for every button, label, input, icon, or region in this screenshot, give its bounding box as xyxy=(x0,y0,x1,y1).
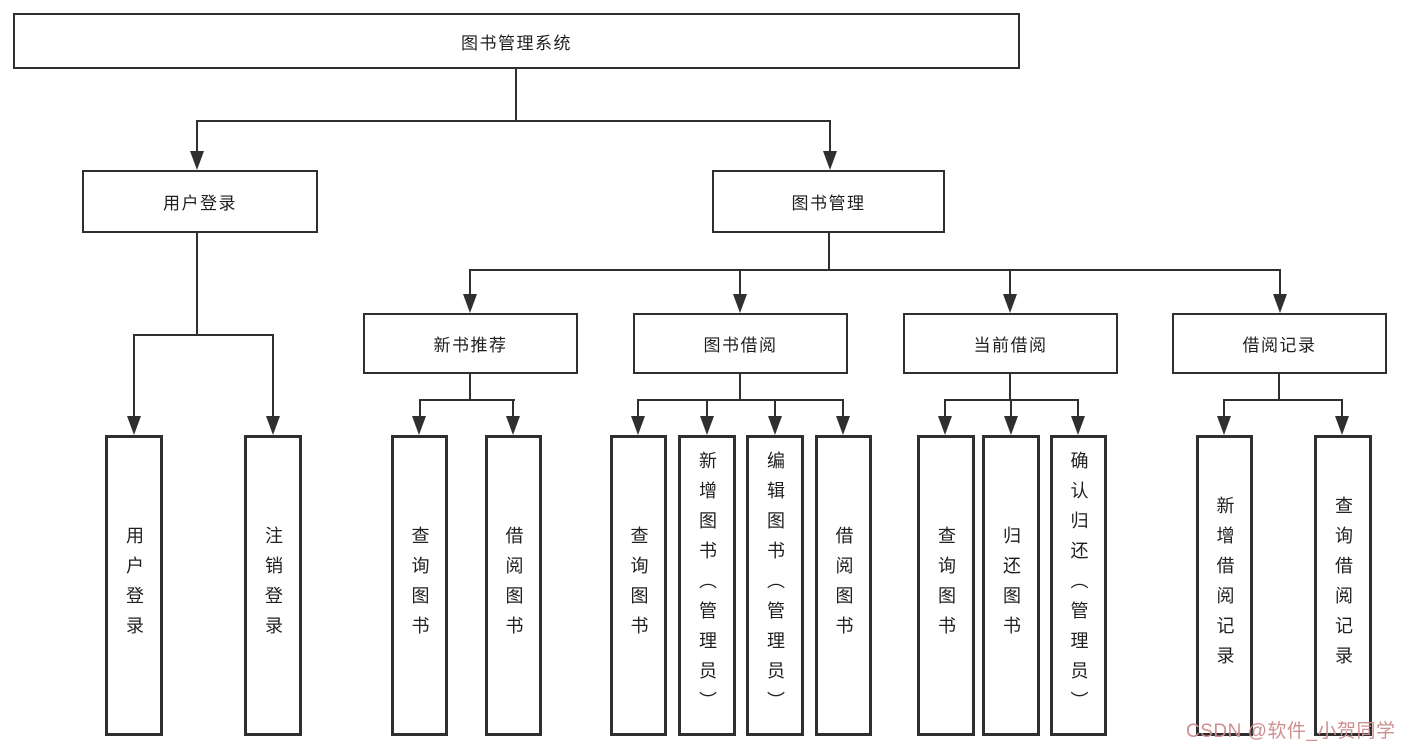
arrowhead-down-icon xyxy=(506,416,520,435)
connector-line xyxy=(1279,269,1281,296)
connector-line xyxy=(515,69,517,122)
connector-line xyxy=(133,334,274,336)
node-book-management: 图书管理 xyxy=(712,170,945,233)
connector-line xyxy=(1010,399,1012,417)
node-current-borrow: 当前借阅 xyxy=(903,313,1118,374)
node-root: 图书管理系统 xyxy=(13,13,1020,69)
leaf-label: 归还图书 xyxy=(1001,525,1021,646)
connector-line xyxy=(1009,269,1011,296)
leaf-label: 确认归还（管理员） xyxy=(1068,450,1089,721)
connector-line xyxy=(272,334,274,418)
arrowhead-down-icon xyxy=(1335,416,1349,435)
leaf-current-return-book: 归还图书 xyxy=(982,435,1040,736)
connector-line xyxy=(828,233,830,271)
connector-line xyxy=(419,399,515,401)
connector-line xyxy=(1077,399,1079,417)
leaf-user-login: 用户登录 xyxy=(105,435,163,736)
connector-line xyxy=(706,399,708,417)
arrowhead-down-icon xyxy=(733,294,747,313)
leaf-label: 借阅图书 xyxy=(503,525,524,646)
connector-line xyxy=(512,399,514,417)
leaf-current-confirm-return: 确认归还（管理员） xyxy=(1050,435,1107,736)
arrowhead-down-icon xyxy=(1004,416,1018,435)
arrowhead-down-icon xyxy=(127,416,141,435)
connector-line xyxy=(842,399,844,417)
connector-line xyxy=(196,120,831,122)
connector-line xyxy=(1341,399,1343,417)
leaf-label: 编辑图书（管理员） xyxy=(765,450,785,721)
leaf-borrow-borrow-book: 借阅图书 xyxy=(815,435,872,736)
arrowhead-down-icon xyxy=(266,416,280,435)
arrowhead-down-icon xyxy=(412,416,426,435)
node-borrow-record: 借阅记录 xyxy=(1172,313,1387,374)
connector-line xyxy=(1009,374,1011,400)
arrowhead-down-icon xyxy=(938,416,952,435)
leaf-label: 借阅图书 xyxy=(833,525,854,646)
leaf-recommend-borrow-book: 借阅图书 xyxy=(485,435,542,736)
connector-line xyxy=(419,399,421,417)
connector-line xyxy=(638,399,844,401)
connector-line xyxy=(1278,374,1280,400)
node-book-borrow: 图书借阅 xyxy=(633,313,848,374)
arrowhead-down-icon xyxy=(1003,294,1017,313)
connector-line xyxy=(637,399,639,417)
connector-line xyxy=(739,269,741,296)
leaf-current-query-book: 查询图书 xyxy=(917,435,975,736)
leaf-borrow-edit-book: 编辑图书（管理员） xyxy=(746,435,804,736)
connector-line xyxy=(1223,399,1225,417)
leaf-record-query: 查询借阅记录 xyxy=(1314,435,1372,736)
leaf-borrow-query-book: 查询图书 xyxy=(610,435,667,736)
csdn-watermark: CSDN @软件_小贺同学 xyxy=(1186,721,1396,742)
arrowhead-down-icon xyxy=(190,151,204,170)
connector-line xyxy=(133,334,135,418)
node-new-book-recommend: 新书推荐 xyxy=(363,313,578,374)
leaf-label: 查询图书 xyxy=(628,525,649,646)
leaf-label: 注销登录 xyxy=(263,525,283,646)
connector-line xyxy=(196,233,198,335)
arrowhead-down-icon xyxy=(768,416,782,435)
arrowhead-down-icon xyxy=(631,416,645,435)
connector-line xyxy=(196,120,198,153)
arrowhead-down-icon xyxy=(823,151,837,170)
arrowhead-down-icon xyxy=(463,294,477,313)
leaf-label: 用户登录 xyxy=(124,525,144,646)
arrowhead-down-icon xyxy=(1273,294,1287,313)
leaf-label: 查询图书 xyxy=(936,525,956,646)
connector-line xyxy=(469,269,1281,271)
arrowhead-down-icon xyxy=(1071,416,1085,435)
connector-line xyxy=(774,399,776,417)
connector-line xyxy=(739,374,741,400)
leaf-logout: 注销登录 xyxy=(244,435,302,736)
node-user-login: 用户登录 xyxy=(82,170,318,233)
leaf-label: 查询借阅记录 xyxy=(1333,495,1353,676)
arrowhead-down-icon xyxy=(836,416,850,435)
leaf-borrow-add-book: 新增图书（管理员） xyxy=(678,435,736,736)
connector-line xyxy=(945,399,1079,401)
connector-line xyxy=(944,399,946,417)
leaf-label: 新增图书（管理员） xyxy=(697,450,717,721)
connector-line xyxy=(1224,399,1343,401)
connector-line xyxy=(469,374,471,400)
arrowhead-down-icon xyxy=(700,416,714,435)
arrowhead-down-icon xyxy=(1217,416,1231,435)
connector-line xyxy=(469,269,471,296)
leaf-record-add: 新增借阅记录 xyxy=(1196,435,1253,736)
leaf-label: 查询图书 xyxy=(409,525,430,646)
leaf-recommend-query-book: 查询图书 xyxy=(391,435,448,736)
leaf-label: 新增借阅记录 xyxy=(1214,495,1235,676)
connector-line xyxy=(829,120,831,153)
